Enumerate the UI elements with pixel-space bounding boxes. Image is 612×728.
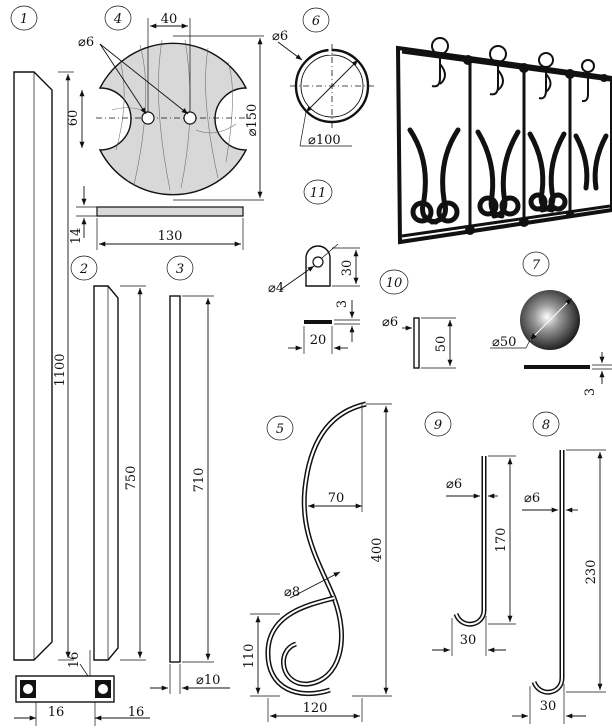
part-5: 5 400 70 ⌀8 110 120 — [242, 401, 392, 722]
part-7-side-view — [524, 365, 590, 369]
part-1-number: 1 — [20, 12, 28, 27]
part-5-width-label: 120 — [303, 701, 328, 716]
part-2-number: 2 — [79, 262, 88, 277]
part-8-hook — [531, 450, 565, 695]
part-5-width-top-label: 70 — [328, 491, 345, 506]
part-4-cut-label: 60 — [66, 110, 81, 127]
part-2: 2 750 — [70, 255, 146, 661]
part-8: 8 230 ⌀6 30 — [512, 411, 606, 724]
part-8-hook-label: 30 — [540, 699, 557, 714]
part-3: 3 710 ⌀10 — [150, 255, 230, 694]
part-1-number-circle — [10, 5, 38, 31]
part-8-wire-label: ⌀6 — [524, 491, 540, 506]
part-3-rod — [169, 295, 181, 663]
part-7-number: 7 — [532, 258, 541, 273]
part-9-height-label: 170 — [494, 528, 509, 553]
part-11-width-label: 20 — [310, 333, 327, 348]
part-11-height-label: 30 — [340, 260, 355, 277]
part-4-disc — [98, 42, 248, 196]
part-4-width-label: 130 — [158, 229, 183, 244]
part-4-thickness-label: 14 — [69, 228, 84, 245]
part-4: 4 40 ⌀6 60 ⌀150 14 — [66, 5, 264, 250]
part-7: 7 ⌀50 3 — [490, 251, 612, 396]
part-9-number: 9 — [434, 418, 442, 433]
part-11: 11 ⌀4 30 3 20 — [268, 179, 360, 354]
part-5-number: 5 — [276, 422, 284, 437]
part-6-number: 6 — [312, 14, 320, 29]
part-1-length-label: 1100 — [53, 353, 68, 386]
part-1-section — [15, 675, 115, 703]
part-10-wire-label: ⌀6 — [382, 315, 398, 330]
part-2-length-label: 750 — [124, 466, 139, 491]
part-1-side-a-label: 16 — [48, 705, 65, 720]
part-5-scroll — [281, 401, 367, 687]
part-10-height-label: 50 — [434, 336, 449, 353]
part-6: 6 ⌀100 ⌀6 — [272, 7, 376, 148]
part-7-diameter-label: ⌀50 — [492, 335, 516, 350]
part-4-diameter-label: ⌀150 — [245, 104, 260, 137]
part-5-wire-label: ⌀8 — [284, 585, 300, 600]
part-5-low-label: 110 — [242, 644, 257, 669]
part-11-thickness-label: 3 — [335, 300, 350, 308]
part-5-height-label: 400 — [370, 538, 385, 563]
part-10-number: 10 — [386, 276, 403, 291]
assembled-rack-illustration — [395, 37, 612, 245]
part-4-hole-label: ⌀6 — [78, 35, 94, 50]
part-1: 1 1100 16 16 16 — [10, 5, 150, 726]
part-4-hole-left — [141, 111, 155, 125]
part-1-leg-label: 16 — [67, 652, 82, 669]
part-4-top-label: 40 — [161, 12, 178, 27]
part-4-number: 4 — [113, 12, 122, 27]
part-3-number: 3 — [176, 262, 184, 277]
part-7-thickness-label: 3 — [583, 388, 598, 396]
part-9-hook-label: 30 — [460, 633, 477, 648]
part-9-wire-label: ⌀6 — [446, 477, 462, 492]
part-2-bar — [93, 285, 119, 661]
part-3-length-label: 710 — [192, 468, 207, 493]
part-8-number: 8 — [542, 418, 550, 433]
part-4-hole-right — [183, 111, 197, 125]
part-4-side-view — [96, 206, 244, 217]
part-11-hole-label: ⌀4 — [268, 281, 284, 296]
part-3-diameter-label: ⌀10 — [196, 673, 220, 688]
part-6-wire-label: ⌀6 — [272, 29, 288, 44]
part-11-side-view — [304, 320, 332, 324]
part-10: 10 50 ⌀6 — [379, 269, 456, 369]
part-1-bar — [13, 71, 53, 661]
part-10-pin — [413, 317, 420, 369]
part-9: 9 170 ⌀6 30 — [424, 411, 516, 656]
part-11-tab — [305, 245, 331, 287]
part-1-side-b-label: 16 — [128, 705, 145, 720]
part-8-height-label: 230 — [584, 560, 599, 585]
part-6-diameter-label: ⌀100 — [308, 133, 341, 148]
part-11-number: 11 — [310, 186, 327, 201]
